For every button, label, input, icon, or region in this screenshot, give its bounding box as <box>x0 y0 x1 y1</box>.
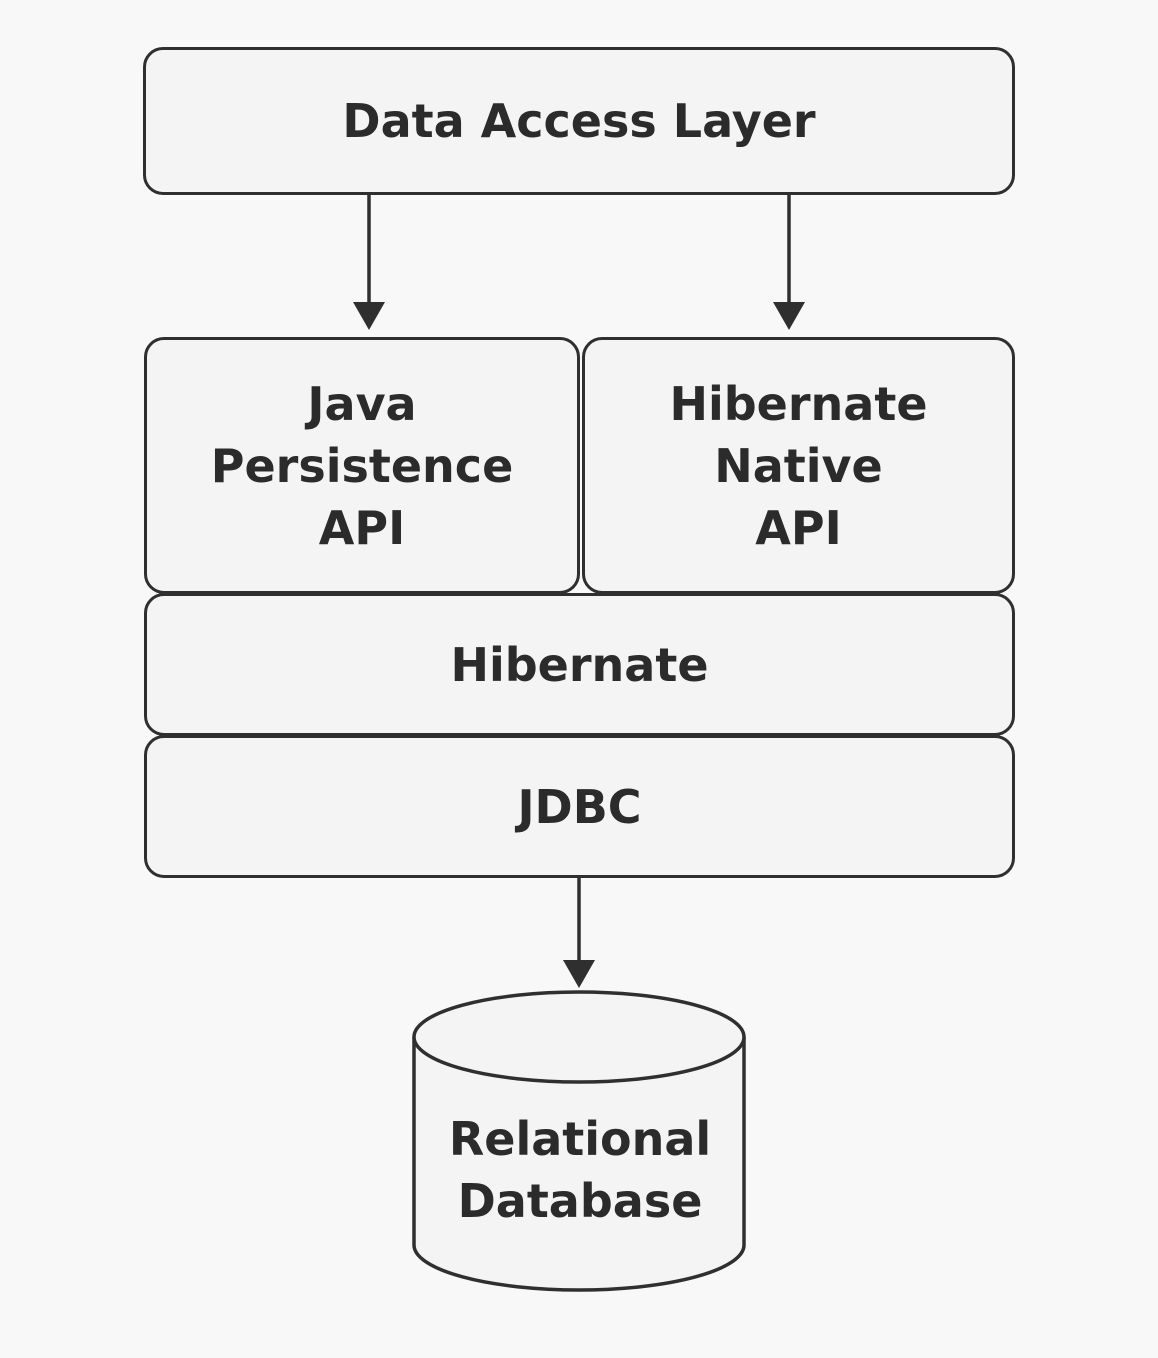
jdbc-box: JDBC <box>144 735 1015 878</box>
jpa-label-line: Java <box>307 376 417 431</box>
jdbc-label: JDBC <box>517 779 642 834</box>
jpa-box: Java Persistence API <box>144 337 580 594</box>
database-label-line: Database <box>457 1174 703 1228</box>
hibernate-native-api-box: Hibernate Native API <box>582 337 1015 594</box>
hibernate-box: Hibernate <box>144 593 1015 736</box>
arrow-jdbc-to-db <box>563 878 595 988</box>
hibernate-native-label-line: Hibernate <box>669 376 928 431</box>
hibernate-label: Hibernate <box>450 637 709 692</box>
jpa-label-line: API <box>318 500 406 555</box>
database-label-line: Relational <box>448 1112 712 1166</box>
arrow-dal-to-jpa <box>353 195 385 330</box>
database-cylinder-icon <box>412 990 746 1292</box>
data-access-layer-box: Data Access Layer <box>143 47 1015 195</box>
jpa-label: Java Persistence API <box>211 373 514 559</box>
arrow-dal-to-native <box>773 195 805 330</box>
relational-database-label: Relational Database <box>414 1108 746 1232</box>
hibernate-native-api-label: Hibernate Native API <box>669 373 927 559</box>
hibernate-native-label-line: API <box>755 500 842 555</box>
data-access-layer-label: Data Access Layer <box>342 94 816 148</box>
jpa-label-line: Persistence <box>210 438 514 493</box>
hibernate-native-label-line: Native <box>714 438 883 493</box>
